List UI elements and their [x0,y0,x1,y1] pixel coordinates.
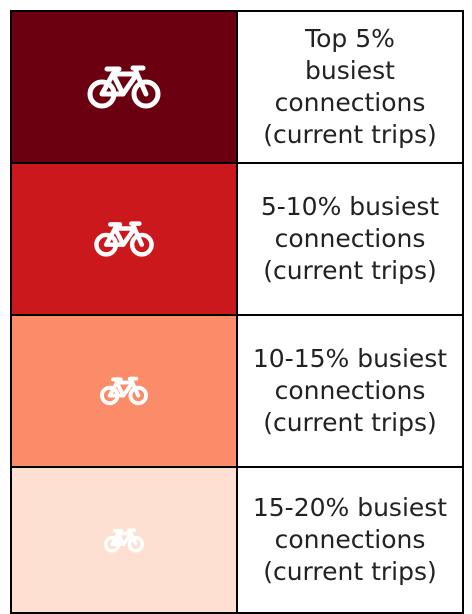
legend-label: 5-10% busiest connections (current trips… [260,192,440,285]
legend-row-15-20: 15-20% busiest connections (current trip… [12,468,462,612]
bicycle-icon [87,64,161,110]
legend-row-5-10: 5-10% busiest connections (current trips… [12,164,462,316]
legend-swatch [12,12,238,162]
busiest-connections-legend: Top 5% busiest connections (current trip… [10,10,464,614]
legend-swatch [12,316,238,466]
bicycle-icon [104,527,144,553]
bicycle-icon [94,220,154,258]
bicycle-icon [100,376,148,406]
legend-swatch [12,164,238,314]
legend-label: 15-20% busiest connections (current trip… [252,493,448,586]
legend-label: Top 5% busiest connections (current trip… [263,24,437,149]
legend-row-top-5: Top 5% busiest connections (current trip… [12,12,462,164]
legend-label: 10-15% busiest connections (current trip… [252,344,448,437]
legend-swatch [12,468,238,612]
legend-row-10-15: 10-15% busiest connections (current trip… [12,316,462,468]
